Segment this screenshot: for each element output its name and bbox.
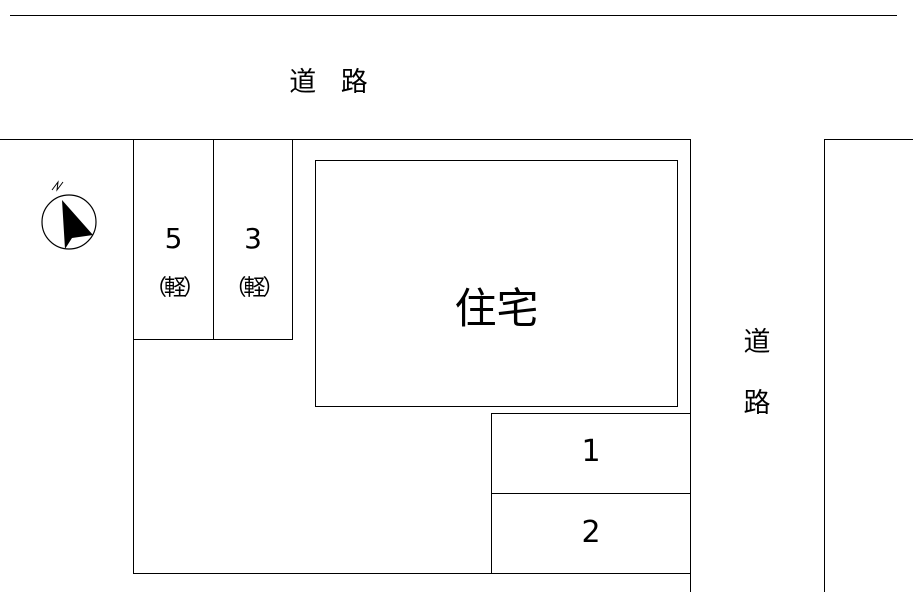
road-label-right-2: 路 <box>743 388 771 419</box>
parking-2 <box>491 493 691 574</box>
parking-5-number: 5 <box>164 222 183 255</box>
road-edge-top <box>10 15 897 16</box>
parking-3-note: （軽） <box>224 276 284 301</box>
parking-2-number: 2 <box>581 515 601 550</box>
parking-3 <box>213 139 293 340</box>
lot-left <box>133 139 134 574</box>
road-label-top: 道 路 <box>289 67 376 98</box>
house-label: 住宅 <box>454 284 539 333</box>
parking-1-number: 1 <box>581 434 601 469</box>
road-edge-left <box>0 139 690 140</box>
parking-3-number: 3 <box>244 222 262 255</box>
house <box>315 160 678 407</box>
road-edge-right-top <box>824 139 913 140</box>
road-edge-right <box>824 139 825 592</box>
road-label-right-1: 道 <box>743 327 771 358</box>
lot-bottom <box>133 573 691 574</box>
lot-right <box>690 139 691 592</box>
parking-5-note: （軽） <box>144 276 205 301</box>
